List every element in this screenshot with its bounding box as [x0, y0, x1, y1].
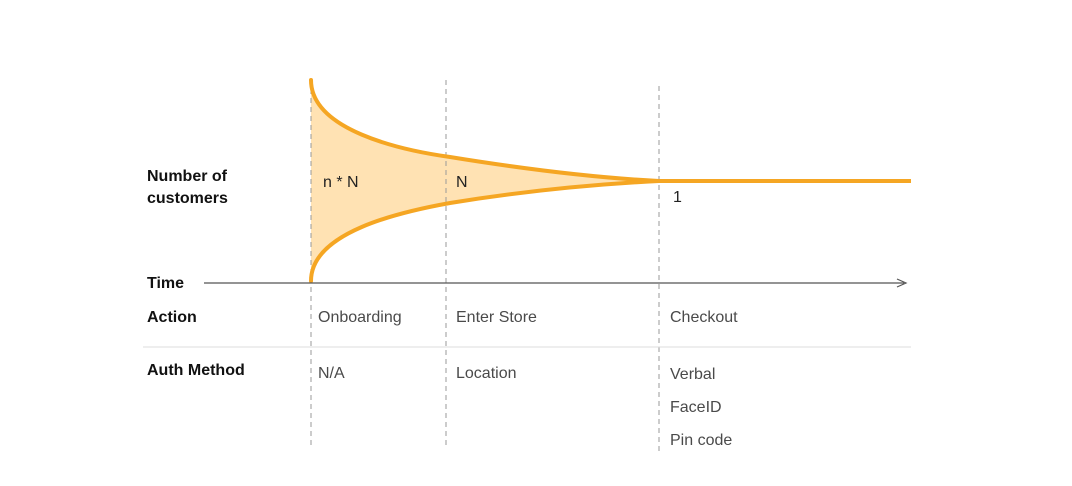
- auth-onboarding: N/A: [318, 365, 345, 382]
- funnel-lower-curve: [309, 179, 661, 283]
- checkout-count-label: 1: [673, 189, 682, 206]
- action-checkout: Checkout: [670, 309, 738, 326]
- action-label: Action: [147, 309, 197, 326]
- customers-label-line2: customers: [147, 190, 228, 207]
- auth-enter-store: Location: [456, 365, 517, 382]
- store-count-label: N: [456, 174, 468, 191]
- auth-checkout-pin-code: Pin code: [670, 432, 732, 449]
- customers-label-line1: Number of: [147, 168, 228, 185]
- time-label: Time: [147, 275, 184, 292]
- auth-checkout-faceid: FaceID: [670, 399, 722, 416]
- action-onboarding: Onboarding: [318, 309, 402, 326]
- funnel-area: [311, 80, 659, 281]
- time-axis-arrow-icon: [896, 278, 908, 288]
- auth-checkout-verbal: Verbal: [670, 366, 715, 383]
- funnel-upper-curve: [309, 78, 661, 183]
- onboarding-count-label: n * N: [323, 174, 359, 191]
- auth-method-label: Auth Method: [147, 362, 245, 379]
- action-enter-store: Enter Store: [456, 309, 537, 326]
